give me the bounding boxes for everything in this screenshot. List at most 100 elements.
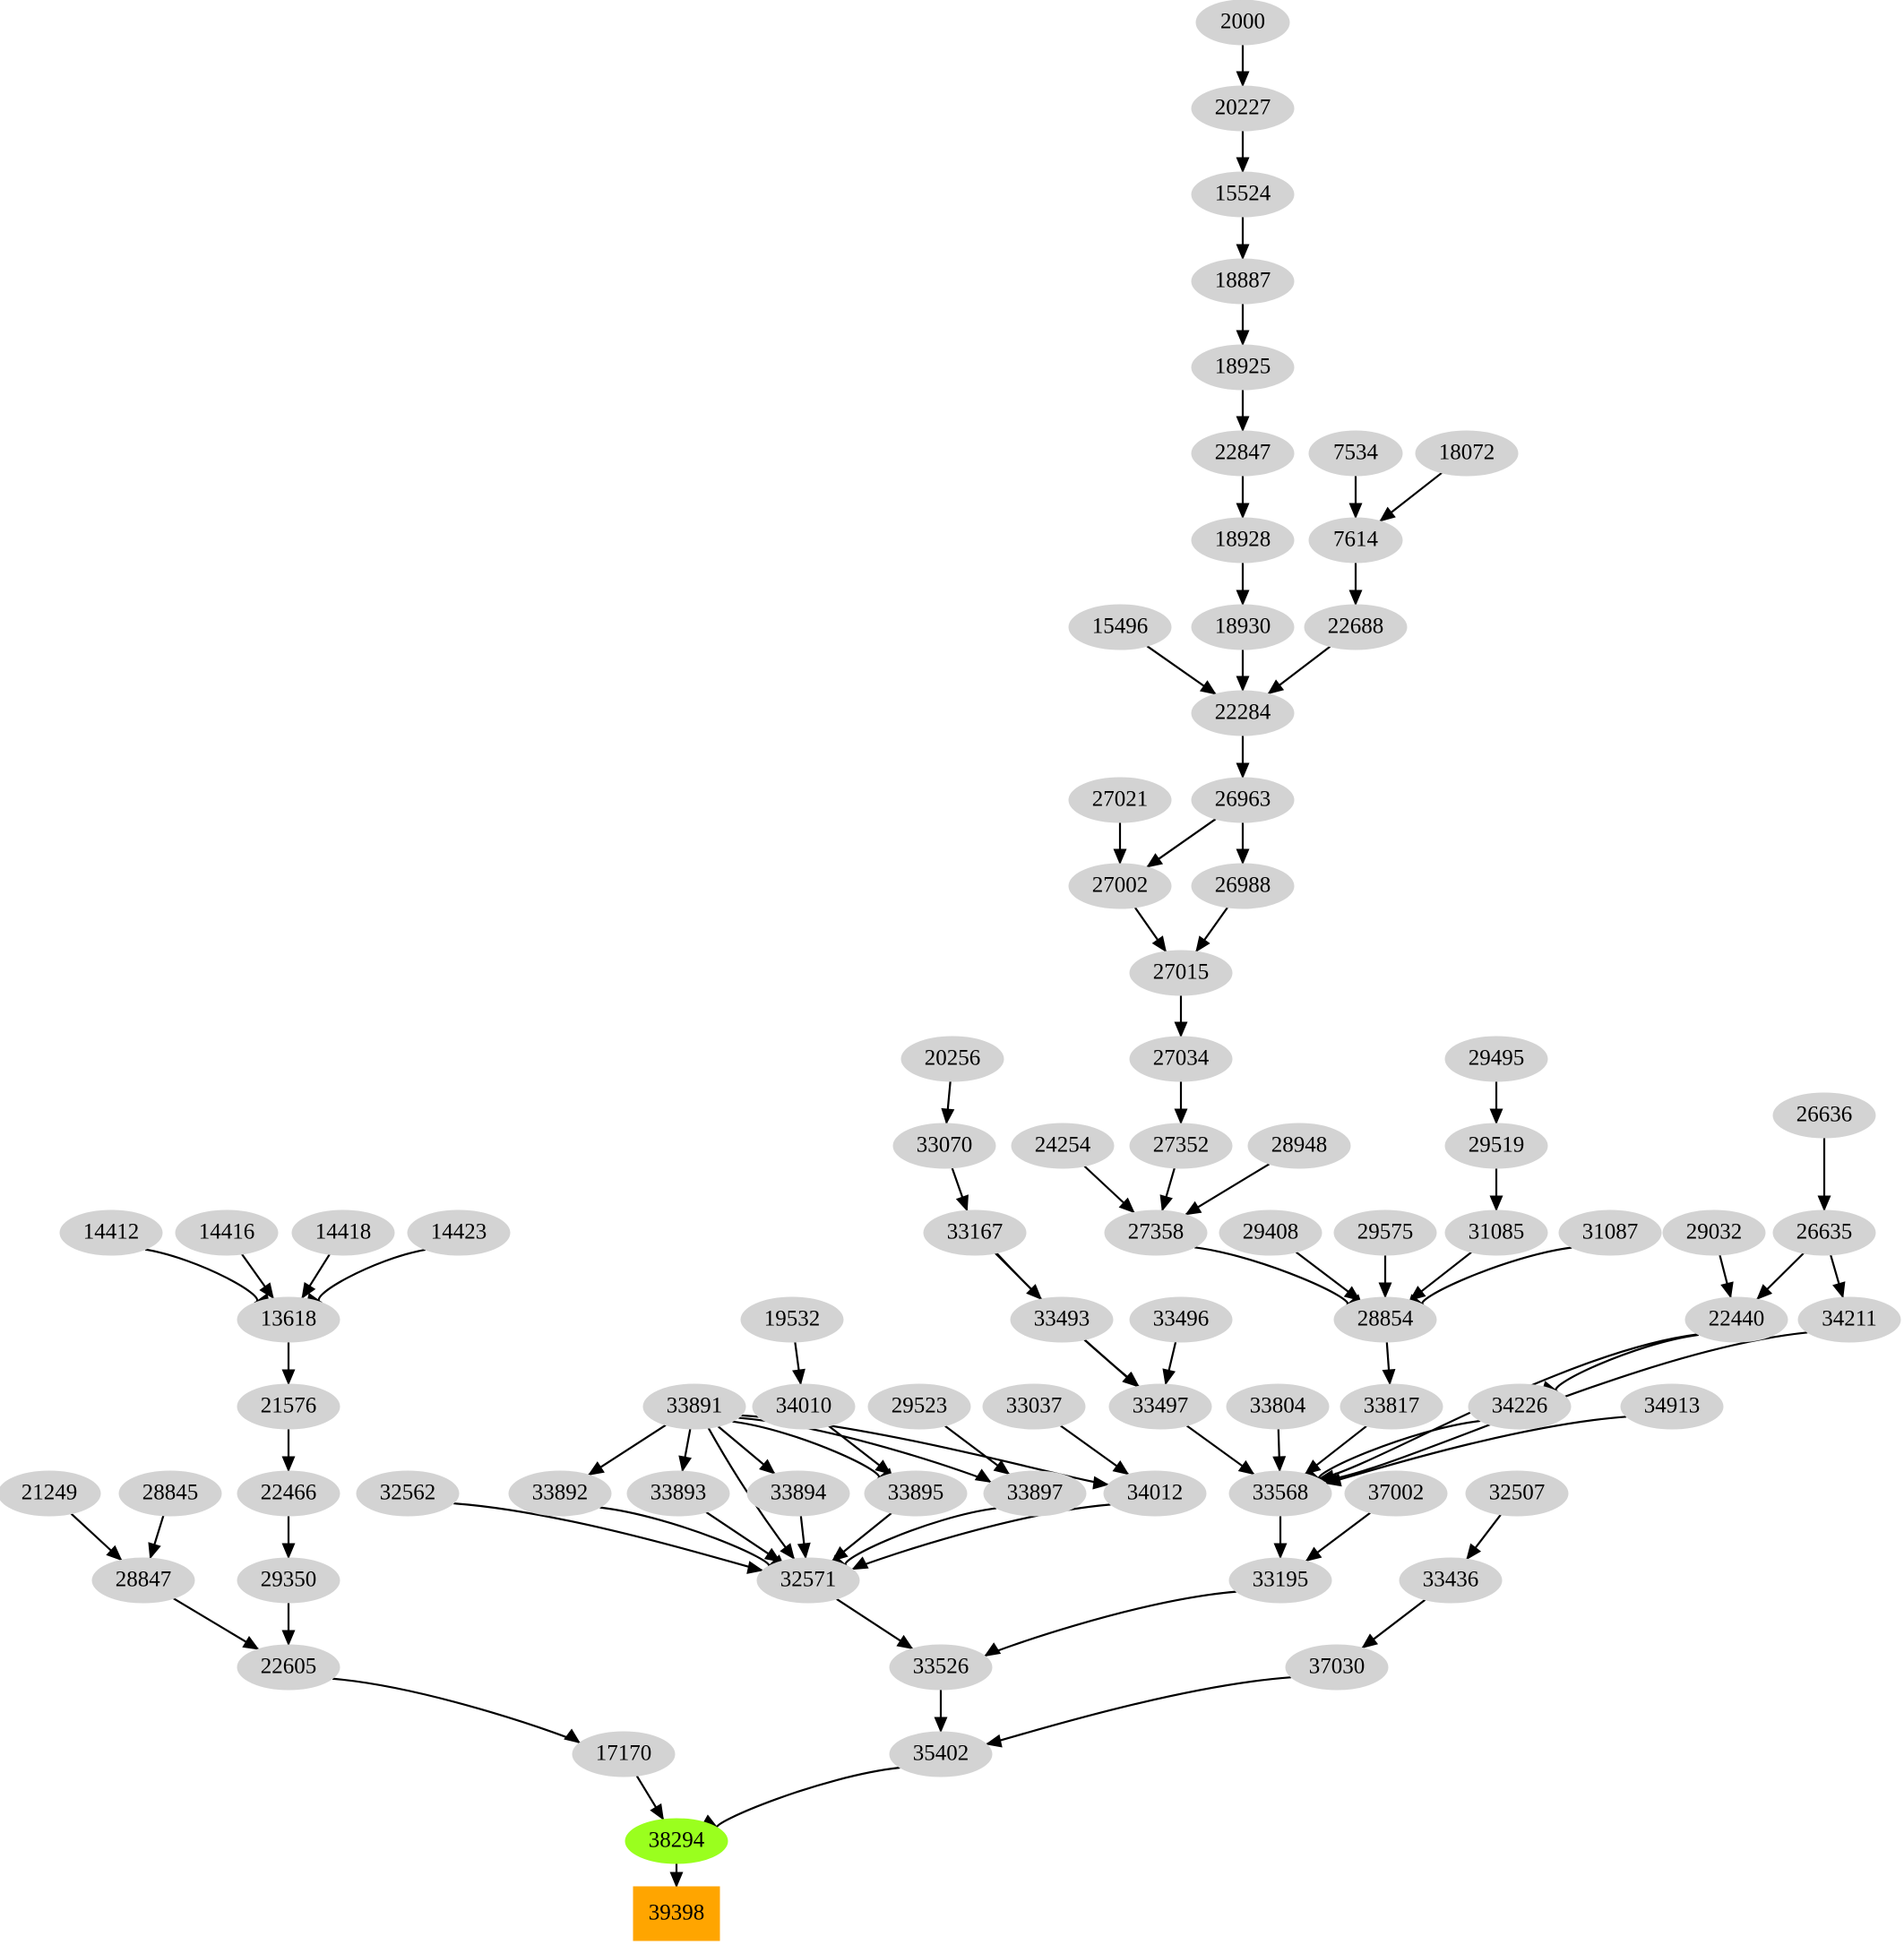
node-shape-ellipse[interactable] (1195, 0, 1290, 46)
node-shape-ellipse[interactable] (291, 1209, 395, 1256)
graph-node-33893[interactable]: 33893 (626, 1470, 730, 1517)
node-shape-ellipse[interactable] (1620, 1383, 1724, 1430)
graph-node-35402[interactable]: 35402 (889, 1731, 993, 1777)
graph-node-33496[interactable]: 33496 (1129, 1296, 1233, 1343)
graph-node-32571[interactable]: 32571 (756, 1557, 860, 1604)
graph-node-32507[interactable]: 32507 (1465, 1470, 1569, 1517)
node-shape-ellipse[interactable] (1465, 1470, 1569, 1517)
node-shape-ellipse[interactable] (1797, 1296, 1901, 1343)
node-shape-ellipse[interactable] (1191, 777, 1295, 823)
node-shape-ellipse[interactable] (867, 1383, 971, 1430)
node-shape-ellipse[interactable] (752, 1383, 856, 1430)
node-shape-ellipse[interactable] (175, 1209, 279, 1256)
graph-node-33891[interactable]: 33891 (642, 1383, 746, 1430)
graph-node-31085[interactable]: 31085 (1444, 1209, 1548, 1256)
node-shape-ellipse[interactable] (237, 1470, 340, 1517)
graph-node-18925[interactable]: 18925 (1191, 344, 1295, 391)
node-shape-ellipse[interactable] (983, 1470, 1087, 1517)
graph-node-28847[interactable]: 28847 (91, 1557, 195, 1604)
graph-node-20227[interactable]: 20227 (1191, 85, 1295, 132)
graph-node-33497[interactable]: 33497 (1108, 1383, 1212, 1430)
node-shape-ellipse[interactable] (625, 1818, 728, 1864)
node-shape-ellipse[interactable] (1344, 1470, 1448, 1517)
graph-node-37002[interactable]: 37002 (1344, 1470, 1448, 1517)
graph-node-14418[interactable]: 14418 (291, 1209, 395, 1256)
node-shape-box[interactable] (633, 1886, 720, 1941)
node-shape-ellipse[interactable] (1191, 344, 1295, 391)
graph-node-33892[interactable]: 33892 (508, 1470, 612, 1517)
graph-node-33817[interactable]: 33817 (1340, 1383, 1443, 1430)
node-shape-ellipse[interactable] (1226, 1383, 1330, 1430)
node-shape-ellipse[interactable] (118, 1470, 222, 1517)
node-shape-ellipse[interactable] (237, 1557, 340, 1604)
graph-node-33526[interactable]: 33526 (889, 1644, 993, 1691)
graph-node-29519[interactable]: 29519 (1444, 1123, 1548, 1169)
graph-node-26988[interactable]: 26988 (1191, 863, 1295, 909)
graph-node-33436[interactable]: 33436 (1399, 1557, 1503, 1604)
graph-node-15496[interactable]: 15496 (1068, 604, 1172, 650)
graph-node-27034[interactable]: 27034 (1129, 1036, 1233, 1082)
node-shape-ellipse[interactable] (1558, 1209, 1662, 1256)
node-shape-ellipse[interactable] (889, 1731, 993, 1777)
node-shape-ellipse[interactable] (1191, 85, 1295, 132)
node-shape-ellipse[interactable] (1772, 1209, 1876, 1256)
graph-node-27352[interactable]: 27352 (1129, 1123, 1233, 1169)
node-shape-ellipse[interactable] (746, 1470, 850, 1517)
graph-node-29575[interactable]: 29575 (1333, 1209, 1437, 1256)
graph-node-14412[interactable]: 14412 (59, 1209, 163, 1256)
graph-node-14423[interactable]: 14423 (407, 1209, 511, 1256)
graph-node-28845[interactable]: 28845 (118, 1470, 222, 1517)
node-shape-ellipse[interactable] (356, 1470, 460, 1517)
graph-node-34010[interactable]: 34010 (752, 1383, 856, 1430)
node-shape-ellipse[interactable] (1191, 517, 1295, 564)
node-shape-ellipse[interactable] (756, 1557, 860, 1604)
graph-node-29408[interactable]: 29408 (1219, 1209, 1322, 1256)
graph-node-34913[interactable]: 34913 (1620, 1383, 1724, 1430)
node-shape-ellipse[interactable] (1308, 430, 1403, 477)
node-shape-ellipse[interactable] (1068, 777, 1172, 823)
node-shape-ellipse[interactable] (508, 1470, 612, 1517)
graph-node-27358[interactable]: 27358 (1104, 1209, 1208, 1256)
node-shape-ellipse[interactable] (0, 1470, 101, 1517)
graph-node-33897[interactable]: 33897 (983, 1470, 1087, 1517)
graph-node-22466[interactable]: 22466 (237, 1470, 340, 1517)
node-shape-ellipse[interactable] (1772, 1092, 1876, 1139)
node-shape-ellipse[interactable] (642, 1383, 746, 1430)
node-shape-ellipse[interactable] (1103, 1470, 1207, 1517)
graph-node-22284[interactable]: 22284 (1191, 690, 1295, 736)
graph-node-29523[interactable]: 29523 (867, 1383, 971, 1430)
graph-node-13618[interactable]: 13618 (237, 1296, 340, 1343)
graph-node-38294[interactable]: 38294 (625, 1818, 728, 1864)
graph-node-29495[interactable]: 29495 (1444, 1036, 1548, 1082)
graph-node-33195[interactable]: 33195 (1228, 1557, 1332, 1604)
graph-node-26635[interactable]: 26635 (1772, 1209, 1876, 1256)
node-shape-ellipse[interactable] (407, 1209, 511, 1256)
graph-node-34226[interactable]: 34226 (1468, 1383, 1572, 1430)
node-shape-ellipse[interactable] (1191, 863, 1295, 909)
graph-node-15524[interactable]: 15524 (1191, 171, 1295, 218)
node-shape-ellipse[interactable] (889, 1644, 993, 1691)
graph-node-22847[interactable]: 22847 (1191, 430, 1295, 477)
node-shape-ellipse[interactable] (59, 1209, 163, 1256)
node-shape-ellipse[interactable] (1228, 1470, 1332, 1517)
graph-node-18887[interactable]: 18887 (1191, 258, 1295, 305)
graph-node-33894[interactable]: 33894 (746, 1470, 850, 1517)
graph-node-2000[interactable]: 2000 (1195, 0, 1290, 46)
node-shape-ellipse[interactable] (1129, 1036, 1233, 1082)
node-shape-ellipse[interactable] (572, 1731, 676, 1777)
node-shape-ellipse[interactable] (1444, 1036, 1548, 1082)
node-shape-ellipse[interactable] (982, 1383, 1086, 1430)
graph-node-21576[interactable]: 21576 (237, 1383, 340, 1430)
node-shape-ellipse[interactable] (1247, 1123, 1351, 1169)
graph-node-33070[interactable]: 33070 (892, 1123, 996, 1169)
node-shape-ellipse[interactable] (1340, 1383, 1443, 1430)
node-shape-ellipse[interactable] (1228, 1557, 1332, 1604)
graph-node-17170[interactable]: 17170 (572, 1731, 676, 1777)
node-shape-ellipse[interactable] (1684, 1296, 1788, 1343)
node-shape-ellipse[interactable] (1191, 690, 1295, 736)
graph-node-14416[interactable]: 14416 (175, 1209, 279, 1256)
node-shape-ellipse[interactable] (1444, 1123, 1548, 1169)
graph-node-39398[interactable]: 39398 (633, 1886, 720, 1941)
graph-node-29350[interactable]: 29350 (237, 1557, 340, 1604)
graph-node-18072[interactable]: 18072 (1415, 430, 1519, 477)
